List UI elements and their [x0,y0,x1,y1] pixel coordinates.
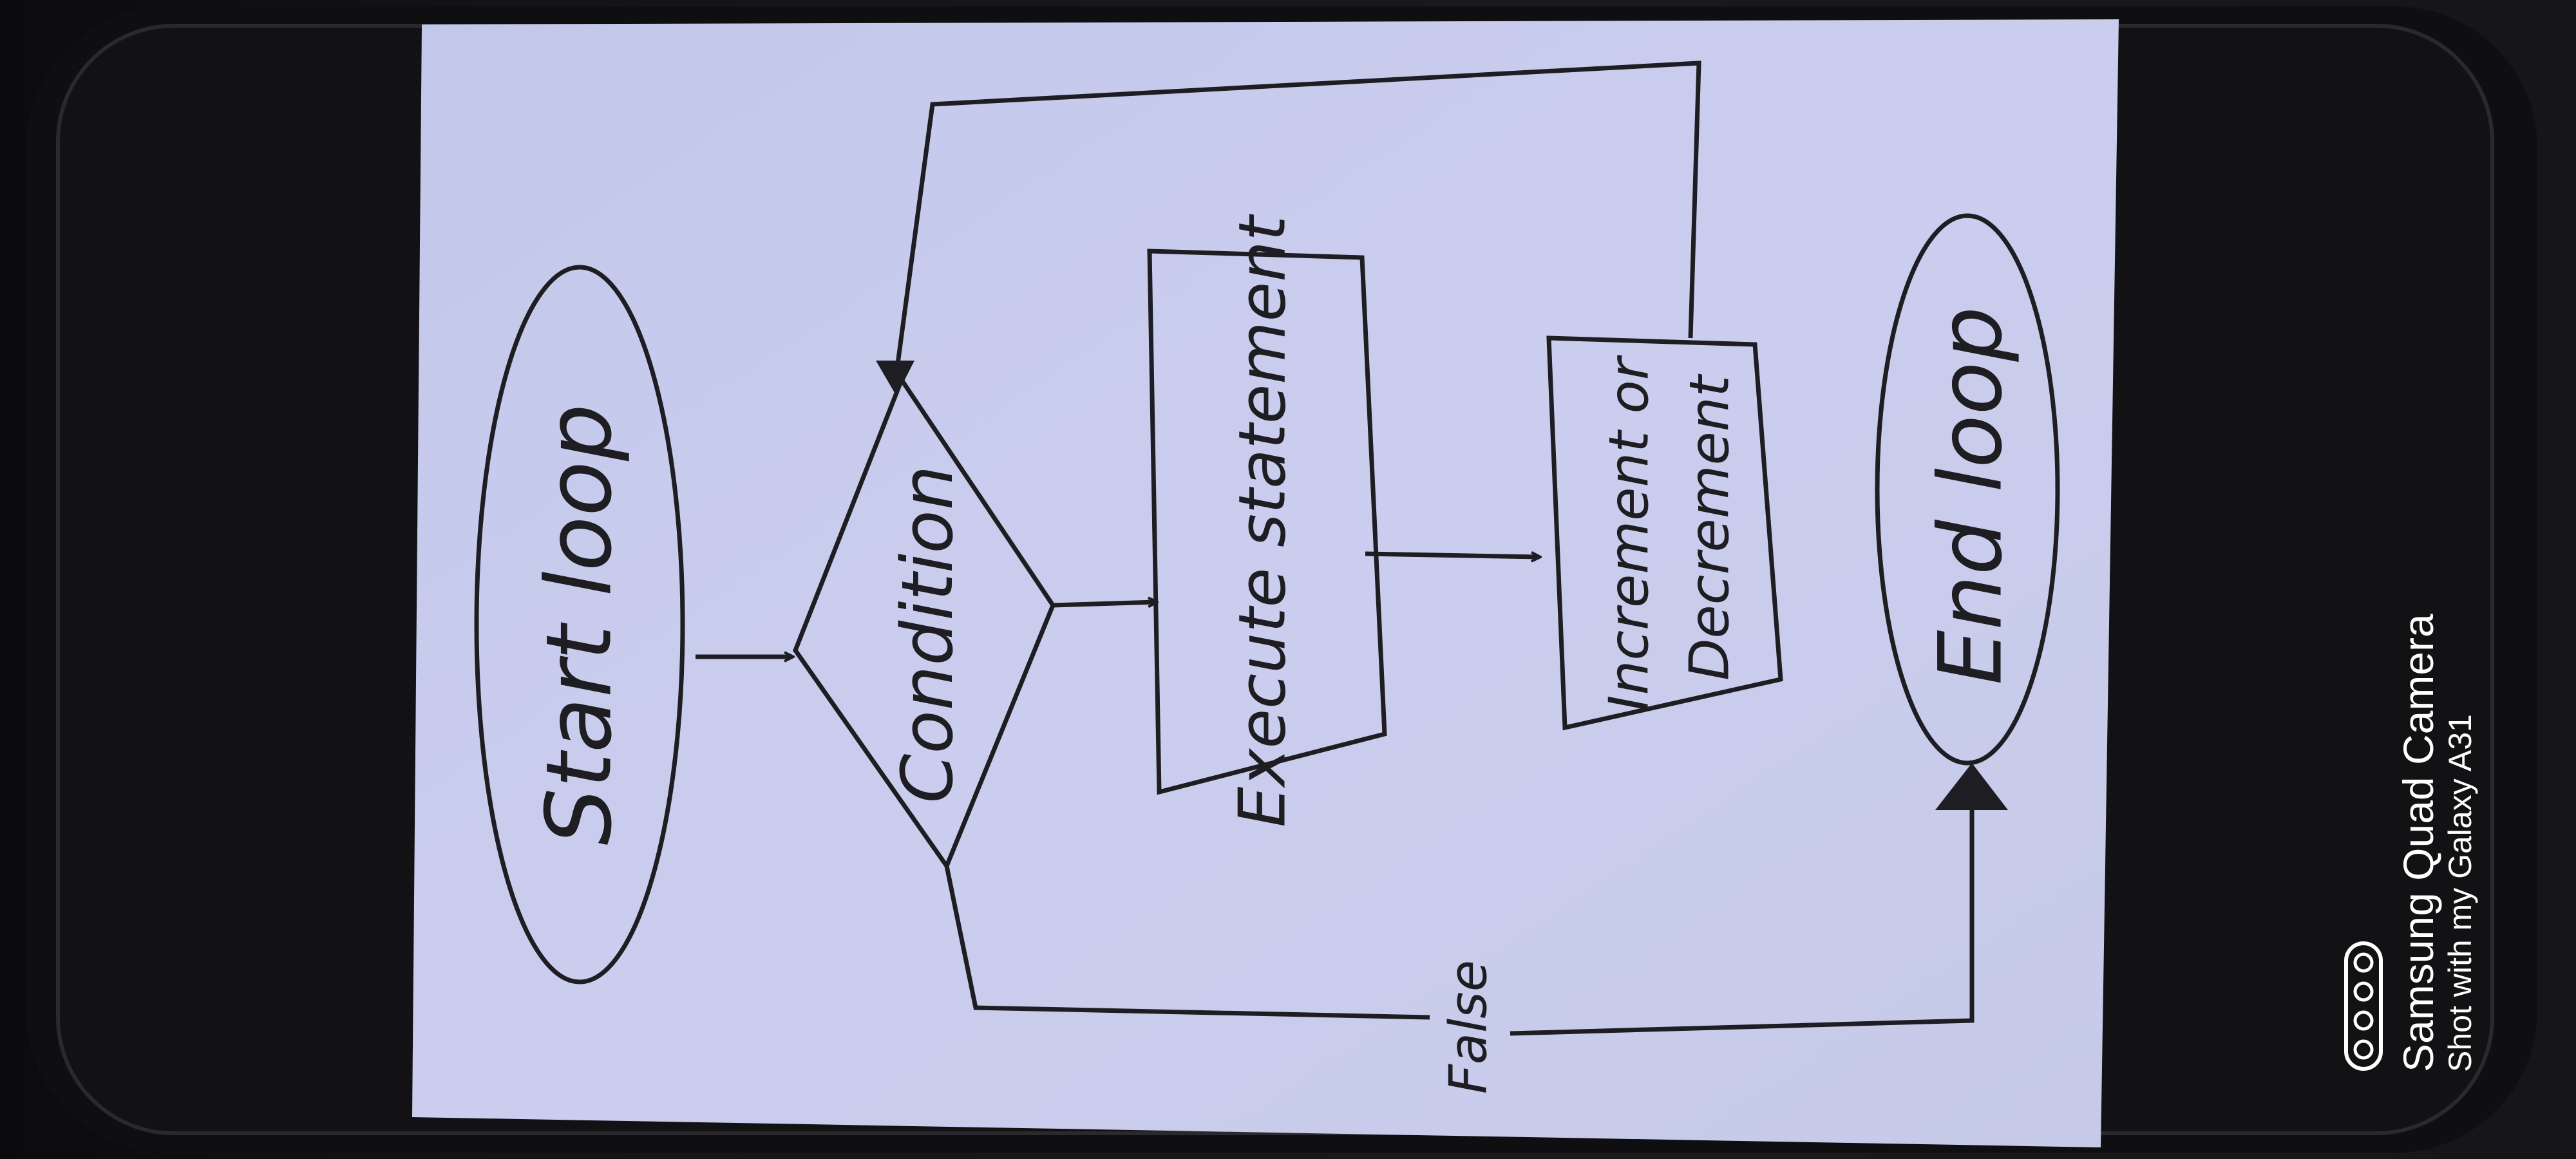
arrow-condition-to-execute [1052,602,1156,605]
loop-back-line [894,61,1701,374]
camera-watermark: Samsung Quad Camera Shot with my Galaxy … [2344,614,2478,1072]
start-loop-label: Start loop [527,404,632,845]
watermark-camera-text: Samsung Quad Camera [2394,614,2442,1072]
increment-box [1546,335,1783,731]
execute-statement-label: Execute statement [1225,213,1300,827]
start-loop-oval [474,265,685,985]
false-path-arrowhead [1935,763,2008,810]
false-label: False [1439,960,1499,1094]
watermark-shot-text: Shot with my Galaxy A31 [2442,714,2478,1072]
false-path-right [1510,802,1975,1036]
increment-label-line1: Increment or [1598,354,1662,711]
arrow-execute-to-increment [1365,554,1539,557]
loop-back-arrowhead [876,361,914,396]
quad-camera-icon [2344,941,2383,1071]
execute-statement-box [1147,249,1387,795]
false-path-left [944,865,1430,1020]
condition-label: Condition [886,466,969,804]
end-loop-label: End loop [1920,306,2022,685]
increment-label-line2: Decrement [1678,373,1742,681]
end-loop-oval [1875,213,2060,766]
